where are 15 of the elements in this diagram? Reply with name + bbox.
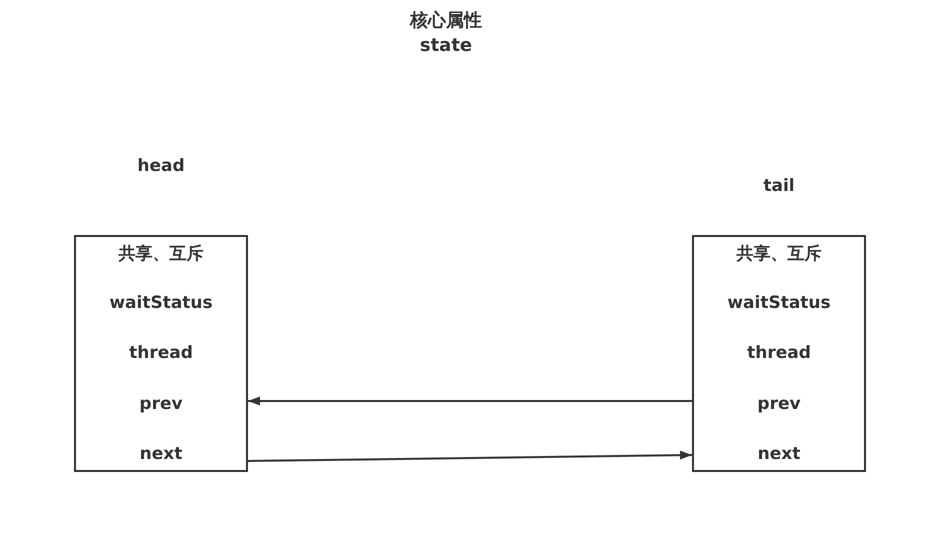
field-label: waitStatus [727,293,831,313]
attribute-label: 核心属性 state [410,9,482,58]
box-heading: head [137,156,185,176]
field-label: waitStatus [109,293,213,313]
field-label: next [758,444,800,464]
arrow [248,396,692,406]
field-label: 共享、互斥 [736,244,822,264]
field-label: prev [139,394,183,414]
field-label: prev [757,394,801,414]
box-heading: tail [763,176,795,196]
field-label: thread [129,343,193,363]
field-label: 共享、互斥 [118,244,204,264]
field-label: next [140,444,182,464]
field-label: thread [747,343,811,363]
arrow [248,450,692,462]
